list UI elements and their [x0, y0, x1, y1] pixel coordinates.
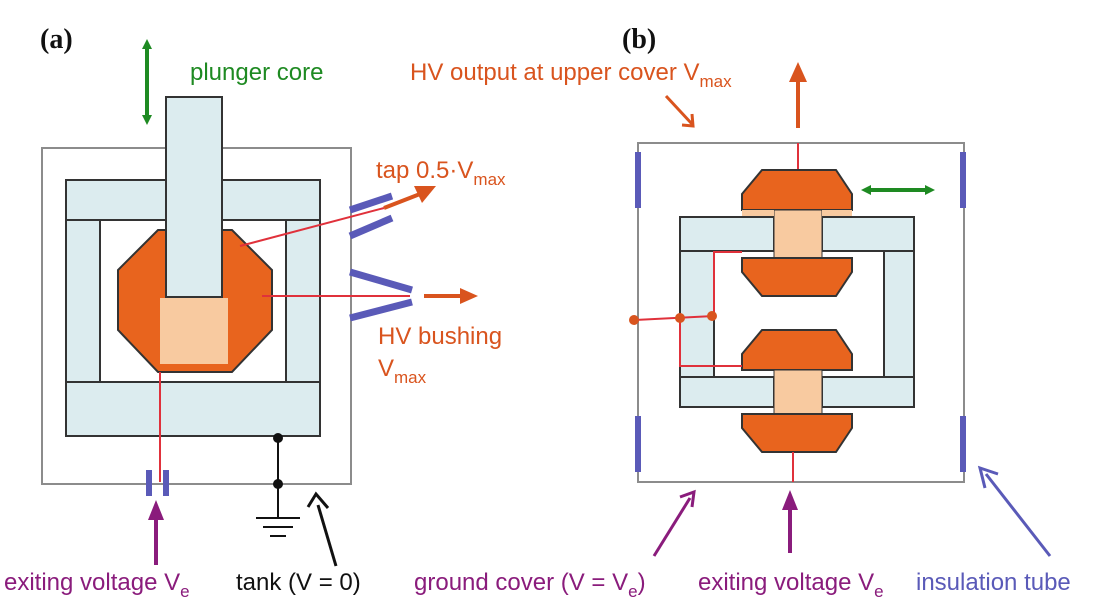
hv-bushing-lower [349, 298, 413, 322]
cover-box [637, 142, 965, 483]
core-right-limb [285, 219, 321, 383]
tank-arrow-head [306, 491, 330, 509]
insulation-tube-label: insulation tube [916, 569, 1071, 596]
upper-winding-core [773, 209, 823, 259]
core-top-right-yoke [221, 179, 321, 221]
ground-cover-arrow-shaft [652, 497, 692, 557]
plunger-core [165, 96, 223, 298]
exciting-arrow-a-head [148, 500, 164, 520]
lower-winding-top [741, 329, 853, 371]
ground-node-lower [273, 479, 283, 489]
lower-winding-lead [679, 318, 742, 367]
hv-bushing-vmax: Vmax [378, 355, 427, 387]
tap-arrow-head [414, 186, 436, 203]
upper-winding-bottom [741, 257, 853, 297]
insulation-arrow-shaft [984, 473, 1052, 557]
tap-label: tap 0.5·Vmax [376, 157, 506, 189]
tap-bus [633, 315, 715, 321]
core-b-upper-right [821, 216, 915, 252]
core-left-limb [65, 219, 101, 383]
tank-arrow-shaft [316, 504, 338, 567]
tap-node-3 [707, 311, 717, 321]
lower-winding-bottom [741, 413, 853, 453]
upper-winding-top [741, 169, 853, 211]
hv-output-pointer [664, 94, 694, 126]
tap-wire [239, 207, 385, 247]
tap-arrow-shaft [383, 192, 421, 210]
hv-arrow-head [460, 288, 478, 304]
upper-winding-core-left [742, 210, 774, 216]
plunger-core-label: plunger core [190, 59, 323, 86]
exciting-arrow-b-head [782, 490, 798, 510]
tank-label: tank (V = 0) [236, 569, 361, 596]
lower-winding-core [773, 369, 823, 415]
tap-bushing-upper [348, 192, 394, 214]
core-b-lower-left [679, 376, 775, 408]
exciting-voltage-label-b: exiting voltage Ve [698, 569, 884, 601]
ground-cover-label: ground cover (V = Ve) [414, 569, 646, 601]
ground-cover-arrow-head [679, 489, 696, 508]
panel-a-letter: (a) [40, 24, 73, 55]
insulation-arrow-head [977, 465, 999, 489]
core-top-left-yoke [65, 179, 167, 221]
hv-output-pointer-head [681, 113, 695, 128]
core-b-right-limb [883, 250, 915, 378]
core-b-lower-right [821, 376, 915, 408]
tap-bushing-lower [348, 214, 394, 240]
exciting-voltage-label-a: exiting voltage Ve [4, 569, 190, 601]
upper-winding-core-right [822, 210, 852, 216]
core-b-upper-left [679, 216, 775, 252]
upper-winding-lead [713, 251, 742, 318]
hv-output-arrow-head [789, 62, 807, 82]
hv-bushing-label: HV bushing [378, 323, 502, 350]
hv-bushing-upper [349, 268, 413, 294]
core-bottom-yoke [65, 381, 321, 437]
tap-node-1 [629, 315, 639, 325]
winding-a-inner [160, 298, 228, 364]
panel-b-letter: (b) [622, 24, 656, 55]
hv-output-label: HV output at upper cover Vmax [410, 59, 732, 91]
tap-node-2 [675, 313, 685, 323]
ground-node-upper [273, 433, 283, 443]
